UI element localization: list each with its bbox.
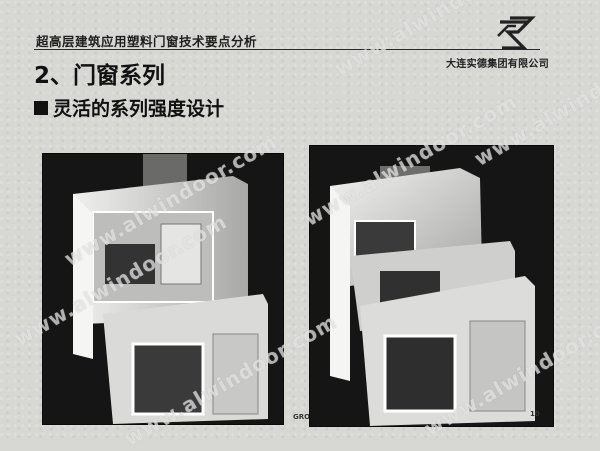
company-name: 大连实德集团有限公司 bbox=[446, 59, 549, 70]
company-logo-icon bbox=[497, 16, 536, 50]
bullet-item: 灵活的系列强度设计 bbox=[34, 94, 224, 121]
bullet-text: 灵活的系列强度设计 bbox=[53, 98, 225, 120]
section-title: 2、门窗系列 bbox=[34, 63, 166, 89]
left-photo-caption: GROUP bbox=[293, 413, 321, 421]
window-profile-photo-right bbox=[310, 146, 553, 426]
right-photo-caption: 10 bbox=[530, 410, 540, 418]
header-title: 超高层建筑应用塑料门窗技术要点分析 bbox=[36, 34, 258, 49]
bullet-square-icon bbox=[34, 100, 48, 115]
window-profile-photo-left bbox=[43, 154, 283, 424]
header-divider bbox=[34, 49, 540, 50]
